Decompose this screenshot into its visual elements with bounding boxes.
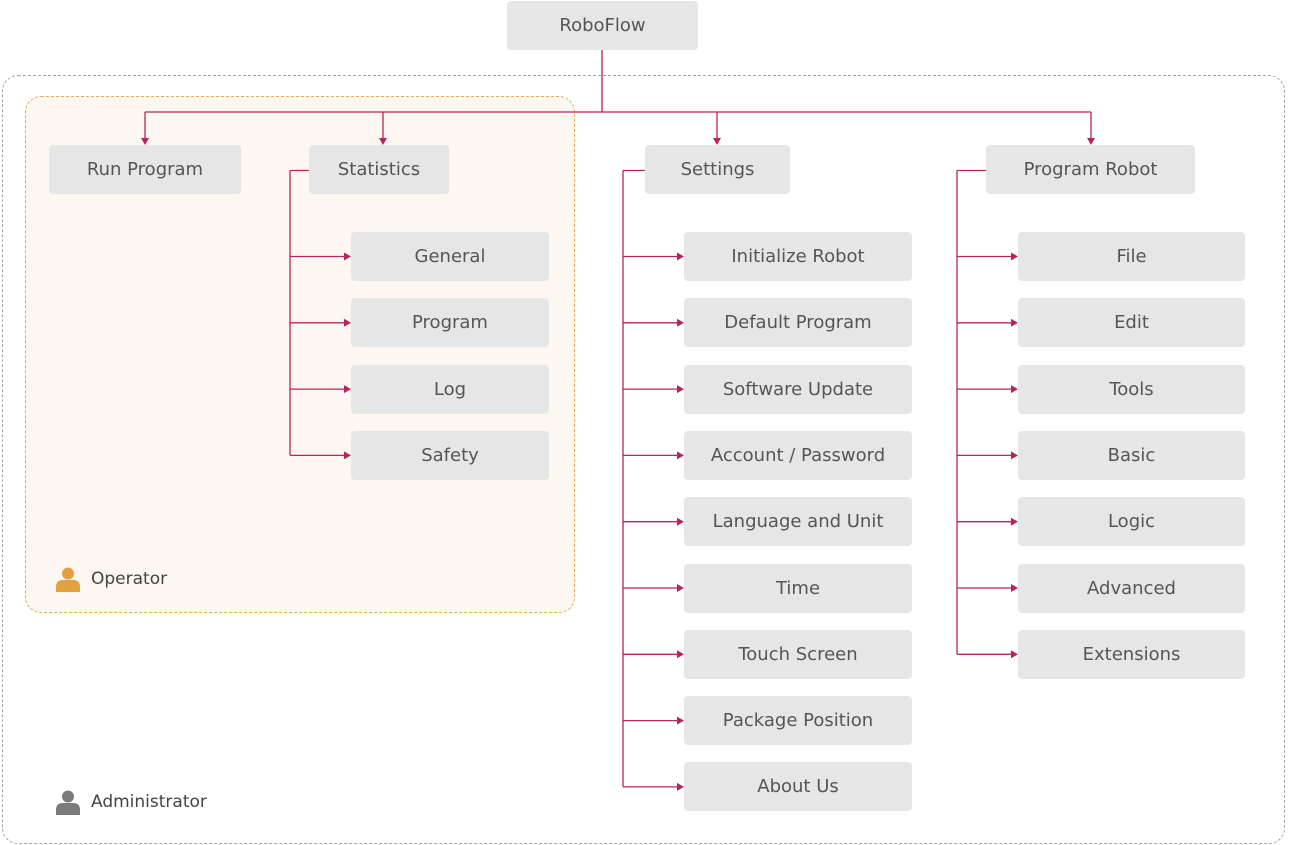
statistics-item: General [351, 232, 549, 281]
arrow-head [677, 517, 684, 526]
settings-item: Time [684, 563, 912, 613]
settings-item: Account / Password [684, 430, 912, 480]
program-robot-item: Logic [1018, 497, 1245, 547]
arrow-head [677, 385, 684, 394]
arrow-head [1011, 318, 1018, 327]
statistics-item: Log [351, 364, 549, 414]
settings-item: Package Position [684, 696, 912, 746]
arrow-head [1011, 650, 1018, 659]
settings-item: Language and Unit [684, 497, 912, 547]
arrow-head [141, 138, 149, 145]
arrow-head [1011, 385, 1018, 394]
program-robot-item: File [1018, 232, 1245, 281]
arrow-head [1011, 584, 1018, 592]
arrow-head [677, 451, 684, 460]
menu-program-robot: Program Robot [986, 145, 1195, 194]
arrow-head [1011, 517, 1018, 526]
arrow-head [1087, 138, 1095, 145]
arrow-head [677, 318, 684, 327]
arrow-head [344, 385, 351, 394]
arrow-head [379, 138, 387, 145]
program-robot-item: Extensions [1018, 629, 1245, 679]
operator-label-text: Operator [91, 569, 168, 589]
program-robot-item: Edit [1018, 298, 1245, 348]
arrow-head [677, 716, 684, 725]
operator-person-icon [56, 567, 80, 592]
statistics-item: Program [351, 298, 549, 348]
menu-statistics: Statistics [309, 145, 449, 194]
settings-item: About Us [684, 762, 912, 812]
root-node-roboflow: RoboFlow [507, 1, 698, 50]
arrow-head [344, 252, 351, 261]
arrow-head [1011, 252, 1018, 261]
settings-item: Software Update [684, 364, 912, 414]
arrow-head [677, 650, 684, 659]
settings-item: Default Program [684, 298, 912, 348]
administrator-person-icon [56, 790, 80, 815]
settings-item: Touch Screen [684, 629, 912, 679]
arrow-head [344, 318, 351, 327]
arrow-head [344, 451, 351, 460]
arrow-head [677, 782, 684, 791]
administrator-label: Administrator [55, 789, 207, 815]
program-robot-item: Advanced [1018, 563, 1245, 613]
arrow-head [677, 584, 684, 592]
program-robot-item: Tools [1018, 364, 1245, 414]
menu-settings: Settings [645, 145, 790, 194]
arrow-head [677, 252, 684, 261]
administrator-zone [2, 75, 1285, 844]
operator-label: Operator [55, 566, 167, 592]
arrow-head [1011, 451, 1018, 460]
administrator-label-text: Administrator [91, 792, 207, 812]
settings-item: Initialize Robot [684, 232, 912, 281]
menu-run-program: Run Program [49, 145, 241, 194]
statistics-item: Safety [351, 430, 549, 480]
program-robot-item: Basic [1018, 430, 1245, 480]
arrow-head [713, 138, 721, 145]
